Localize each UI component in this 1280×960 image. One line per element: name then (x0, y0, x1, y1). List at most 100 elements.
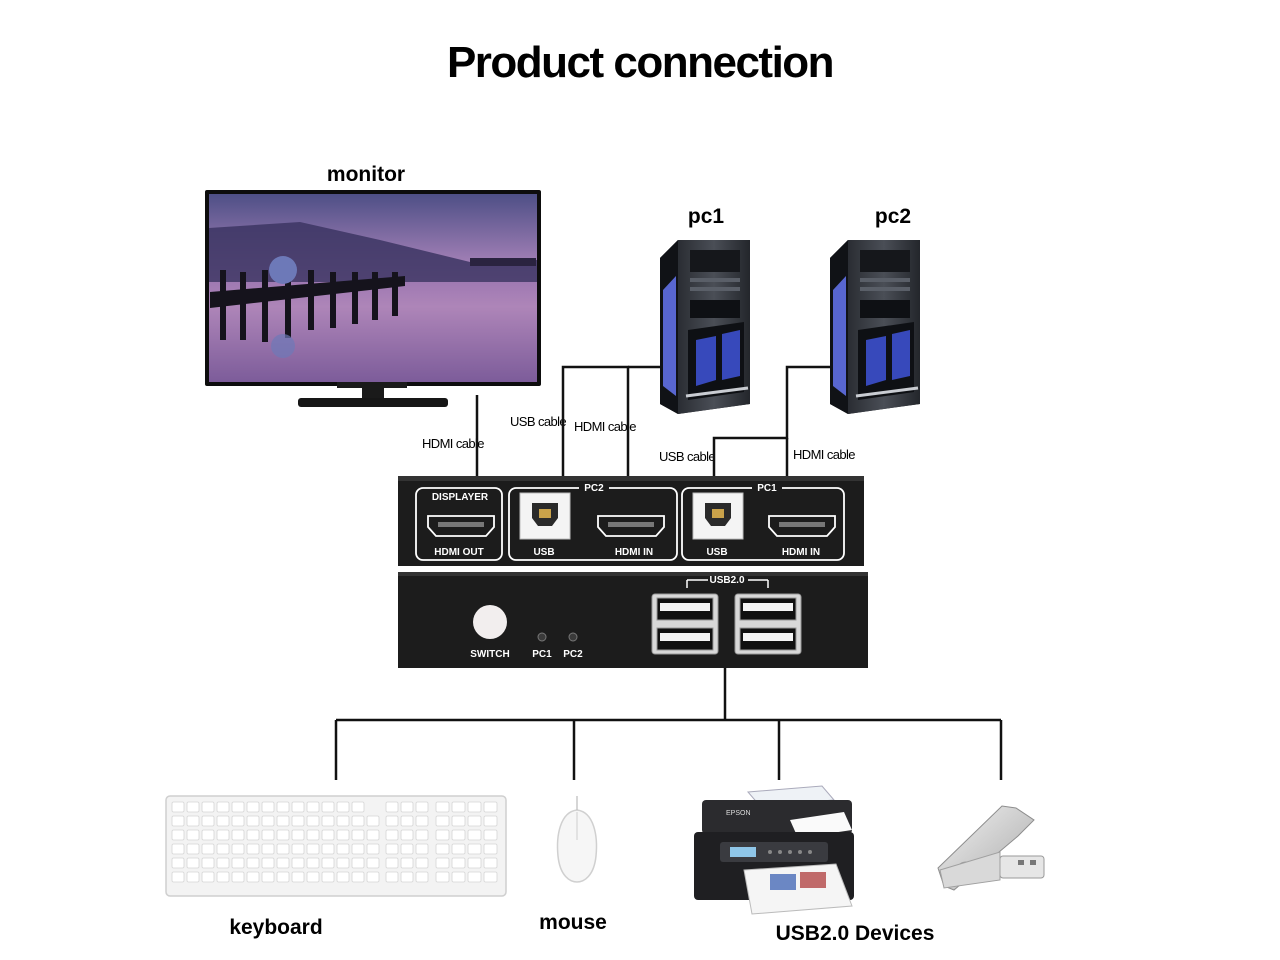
switch-label: SWITCH (470, 649, 509, 660)
pc2-usb-b-port (519, 492, 571, 540)
keyboard-key (201, 843, 215, 855)
keyboard-key (291, 857, 305, 869)
keyboard-key (385, 871, 399, 883)
switch-button-icon (473, 605, 507, 639)
keyboard-key (400, 843, 414, 855)
keyboard-key (483, 871, 498, 883)
pc1-usb-label: USB (706, 547, 727, 558)
keyboard-key (171, 829, 185, 841)
keyboard-key (351, 829, 365, 841)
keyboard-key (231, 857, 245, 869)
keyboard-key (415, 871, 429, 883)
kvm-front-panel (398, 572, 868, 668)
displayer-label: DISPLAYER (432, 492, 489, 503)
keyboard-key (201, 829, 215, 841)
keyboard-key (216, 871, 230, 883)
keyboard-key (201, 815, 215, 827)
usb-a-ports-left (651, 593, 719, 655)
keyboard-key (435, 829, 450, 841)
keyboard-key (351, 801, 365, 813)
pc2-group-label: PC2 (584, 483, 604, 494)
keyboard-key (186, 815, 200, 827)
keyboard-key (306, 871, 320, 883)
keyboard-key (291, 801, 305, 813)
keyboard-key (451, 871, 466, 883)
keyboard-key (451, 801, 466, 813)
pc1-led-label: PC1 (532, 649, 552, 660)
keyboard-key (400, 857, 414, 869)
keyboard-key (306, 829, 320, 841)
keyboard-key (261, 871, 275, 883)
keyboard-key (435, 857, 450, 869)
keyboard-key (186, 829, 200, 841)
pc2-hdmi-in-port (597, 515, 665, 537)
pc1-usb-b-port (692, 492, 744, 540)
pc1-usb-cable-label: USB cable (659, 449, 716, 464)
keyboard-key (201, 801, 215, 813)
keyboard-key (366, 829, 380, 841)
keyboard-key (336, 801, 350, 813)
keyboard-key (351, 857, 365, 869)
keyboard-key (186, 857, 200, 869)
keyboard-key (321, 857, 335, 869)
keyboard-key (276, 815, 290, 827)
keyboard-key (186, 801, 200, 813)
keyboard-key (321, 815, 335, 827)
keyboard-key (321, 829, 335, 841)
hdmi-out-label: HDMI OUT (434, 547, 483, 558)
keyboard-key (336, 857, 350, 869)
keyboard-key (171, 871, 185, 883)
usb2-group-label: USB2.0 (709, 575, 744, 586)
keyboard-key (467, 871, 482, 883)
monitor-icon (205, 190, 541, 407)
keyboard-key (366, 871, 380, 883)
keyboard-key (351, 843, 365, 855)
keyboard-key (276, 871, 290, 883)
keyboard-label: keyboard (229, 916, 323, 939)
keyboard-key (366, 843, 380, 855)
pc1-label: pc1 (687, 205, 725, 228)
keyboard-key (415, 843, 429, 855)
keyboard-key (246, 871, 260, 883)
keyboard-key (321, 801, 335, 813)
keyboard-key (216, 801, 230, 813)
keyboard-key (276, 843, 290, 855)
monitor-hdmi-cable-label: HDMI cable (422, 436, 485, 451)
keyboard-key (483, 829, 498, 841)
keyboard-key (261, 829, 275, 841)
mouse-label: mouse (539, 911, 607, 934)
keyboard-key (306, 857, 320, 869)
cables (334, 365, 1003, 780)
keyboard-key (246, 829, 260, 841)
keyboard-key (171, 815, 185, 827)
usb-devices-label: USB2.0 Devices (775, 922, 935, 945)
keyboard-key (467, 843, 482, 855)
keyboard-key (467, 857, 482, 869)
keyboard-key (231, 871, 245, 883)
keyboard-key (336, 815, 350, 827)
keyboard-key (366, 815, 380, 827)
keyboard-key (246, 815, 260, 827)
keyboard-key (451, 829, 466, 841)
keyboard-key (336, 843, 350, 855)
pc2-label: pc2 (874, 205, 912, 228)
keyboard-key (435, 843, 450, 855)
keyboard-key (261, 801, 275, 813)
pc1-hdmi-in-port (768, 515, 836, 537)
keyboard-key (231, 829, 245, 841)
keyboard-key (467, 829, 482, 841)
keyboard-key (216, 815, 230, 827)
pc2-usb-label: USB (533, 547, 554, 558)
keyboard-key (321, 843, 335, 855)
keyboard-key (415, 815, 429, 827)
keyboard-key (231, 815, 245, 827)
keyboard-key (467, 801, 482, 813)
keyboard-key (321, 871, 335, 883)
keyboard-key (366, 857, 380, 869)
pc2-hdmi-cable-label: HDMI cable (574, 419, 637, 434)
keyboard-key (415, 829, 429, 841)
pc1-tower-icon (660, 240, 750, 414)
pc1-led-icon (537, 632, 547, 642)
keyboard-key (483, 815, 498, 827)
